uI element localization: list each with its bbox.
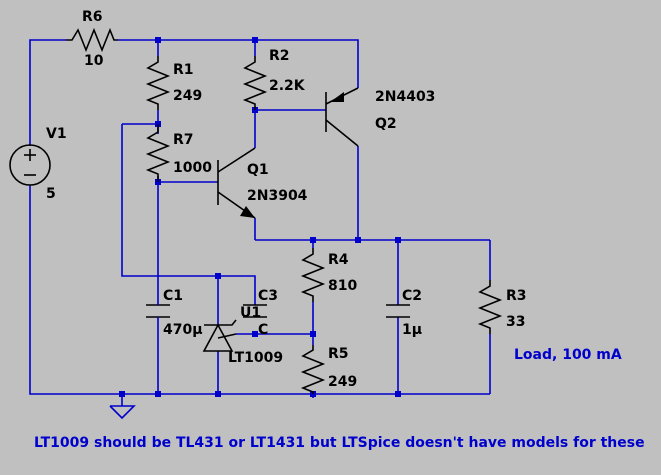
r7-value: 1000 — [173, 160, 212, 176]
v1-value: 5 — [46, 186, 56, 202]
footer-note: LT1009 should be TL431 or LT1431 but LTS… — [34, 435, 645, 451]
r1-ref: R1 — [173, 62, 194, 78]
resistor-r2[interactable]: R2 2.2K — [242, 48, 306, 110]
capacitor-c3[interactable]: C3 C — [243, 288, 278, 338]
r2-ref: R2 — [269, 48, 290, 64]
capacitor-c1[interactable]: C1 470µ — [146, 288, 203, 338]
reference-u1[interactable]: U1 LT1009 — [202, 305, 283, 366]
capacitor-c2[interactable]: C2 1µ — [386, 288, 422, 338]
wires — [29, 39, 491, 406]
r4-value: 810 — [328, 278, 357, 294]
c3-pin: C — [258, 322, 268, 338]
c2-ref: C2 — [402, 288, 422, 304]
resistor-r5[interactable]: R5 249 — [300, 345, 357, 394]
resistor-r7[interactable]: R7 1000 — [145, 124, 212, 182]
load-annotation: Load, 100 mA — [514, 347, 622, 363]
r7-ref: R7 — [173, 132, 194, 148]
voltage-source-v1[interactable]: V1 5 — [9, 126, 67, 202]
resistor-r6[interactable]: R6 10 — [66, 9, 118, 69]
r2-value: 2.2K — [269, 78, 306, 94]
v1-ref: V1 — [46, 126, 67, 142]
r1-value: 249 — [173, 88, 202, 104]
transistor-q2[interactable]: 2N4403 Q2 — [325, 87, 435, 147]
q2-ref: Q2 — [375, 116, 397, 132]
r5-ref: R5 — [328, 346, 349, 362]
r3-ref: R3 — [506, 288, 527, 304]
resistor-r1[interactable]: R1 249 — [145, 56, 202, 110]
q1-ref: Q1 — [247, 162, 269, 178]
u1-ref: U1 — [240, 305, 261, 321]
q1-value: 2N3904 — [247, 188, 308, 204]
transistor-q1[interactable]: Q1 2N3904 — [217, 147, 308, 219]
c1-ref: C1 — [163, 288, 183, 304]
r3-value: 33 — [506, 314, 525, 330]
resistor-r4[interactable]: R4 810 — [300, 248, 357, 302]
c1-value: 470µ — [163, 322, 203, 338]
u1-value: LT1009 — [228, 350, 283, 366]
c3-ref: C3 — [258, 288, 278, 304]
resistor-r3[interactable]: R3 33 — [477, 280, 527, 334]
c2-value: 1µ — [402, 322, 422, 338]
r5-value: 249 — [328, 374, 357, 390]
r4-ref: R4 — [328, 252, 349, 268]
ground-icon — [109, 405, 136, 420]
q2-value: 2N4403 — [375, 89, 435, 105]
r6-value: 10 — [84, 53, 104, 69]
r6-ref: R6 — [82, 9, 103, 25]
